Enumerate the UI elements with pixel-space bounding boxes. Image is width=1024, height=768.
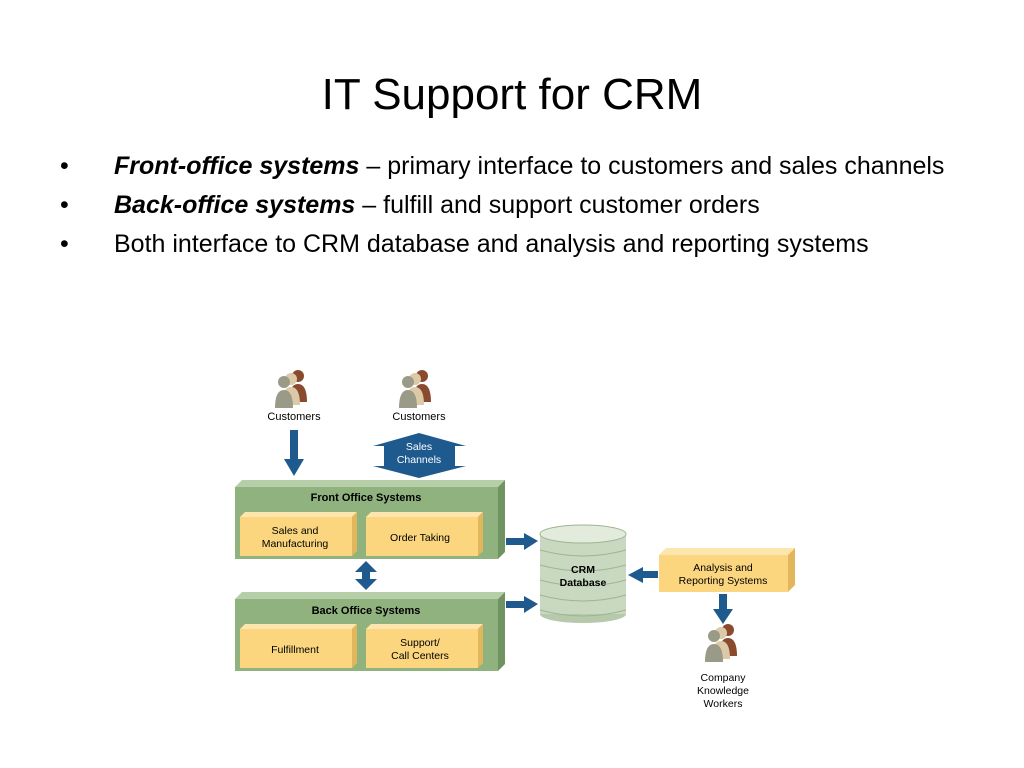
support-call-centers-label-line1: Support/ [400, 637, 440, 649]
bullet-term: Front-office systems [114, 152, 360, 180]
arrow-down-icon [713, 594, 733, 624]
bullet-item-back-office: • Back-office systems – fulfill and supp… [60, 189, 960, 222]
customers-left-label: Customers [267, 411, 321, 423]
analysis-reporting-label-line2: Reporting Systems [679, 575, 768, 587]
knowledge-workers-label-line3: Workers [704, 698, 743, 710]
sales-channels-label-line1: Sales [406, 441, 432, 453]
order-taking-box [366, 512, 483, 556]
bullet-text: Both interface to CRM database and analy… [114, 230, 869, 258]
crm-database-label-line1: CRM [571, 564, 595, 576]
bullet-list: • Front-office systems – primary interfa… [60, 150, 960, 267]
knowledge-workers-label-line1: Company [701, 672, 747, 684]
arrow-right-icon [506, 533, 538, 550]
back-office-title: Back Office Systems [312, 605, 421, 617]
support-call-centers-box [366, 624, 483, 668]
order-taking-label: Order Taking [390, 532, 450, 544]
sales-manufacturing-label-line1: Sales and [272, 525, 319, 537]
bullet-item-front-office: • Front-office systems – primary interfa… [60, 150, 960, 183]
bullet-text: – fulfill and support customer orders [355, 191, 760, 219]
arrow-updown-icon [355, 561, 377, 590]
arrow-right-icon [506, 596, 538, 613]
fulfillment-box [240, 624, 357, 668]
bullet-marker: • [60, 152, 69, 180]
fulfillment-label: Fulfillment [271, 644, 319, 656]
crm-database-label-line2: Database [560, 577, 607, 589]
bullet-text: – primary interface to customers and sal… [359, 152, 945, 180]
crm-database-cylinder [539, 524, 627, 623]
analysis-reporting-label-line1: Analysis and [693, 562, 753, 574]
knowledge-workers-icon [705, 624, 737, 662]
sales-channels-arrow [373, 433, 466, 478]
bullet-term: Back-office systems [114, 191, 356, 219]
sales-channels-label-line2: Channels [397, 454, 441, 466]
slide-title: IT Support for CRM [321, 70, 703, 119]
support-call-centers-label-line2: Call Centers [391, 650, 449, 662]
customers-right-label: Customers [392, 411, 446, 423]
customers-right-icon [399, 370, 431, 408]
bullet-marker: • [60, 230, 69, 258]
bullet-item-interface: • Both interface to CRM database and ana… [60, 228, 960, 261]
arrow-down-icon [284, 430, 304, 476]
bullet-marker: • [60, 191, 69, 219]
sales-manufacturing-label-line2: Manufacturing [262, 538, 329, 550]
front-office-title: Front Office Systems [311, 492, 422, 504]
knowledge-workers-label-line2: Knowledge [697, 685, 749, 697]
customers-left-icon [275, 370, 307, 408]
arrow-left-icon [628, 567, 658, 583]
sales-manufacturing-box [240, 512, 357, 556]
analysis-reporting-box [659, 548, 795, 592]
